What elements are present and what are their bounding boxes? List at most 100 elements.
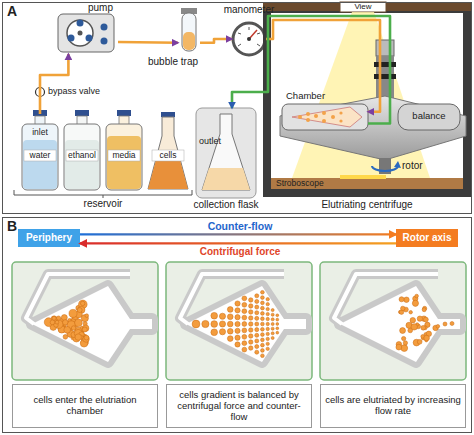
- chamber-drawing: [180, 274, 306, 362]
- cell-dot: [227, 314, 233, 320]
- cell-dot: [242, 322, 247, 327]
- cell-dot: [235, 328, 240, 333]
- cell-dot: [219, 313, 225, 319]
- cell-dot: [422, 308, 426, 312]
- cell-dot: [261, 312, 265, 316]
- cell-dot: [249, 340, 253, 344]
- cell-dot: [404, 297, 409, 302]
- bubble-trap: bubble trap: [178, 6, 200, 52]
- node-text: cells: [152, 151, 184, 161]
- valve-label: bypass valve: [48, 86, 118, 96]
- cell-dot: [52, 316, 56, 320]
- cell-dot: [271, 318, 274, 321]
- edge-label: Contrifugal force: [180, 246, 300, 258]
- panel: Apumpbubble trapmanometerwaterethanolmed…: [2, 2, 472, 214]
- cell-dot: [401, 345, 408, 352]
- node-text: bubble trap: [138, 56, 208, 68]
- node-text: A: [7, 3, 27, 19]
- chamber-wall: [32, 286, 152, 362]
- cell-dot: [82, 325, 88, 331]
- inlet-channel: [334, 274, 438, 324]
- cell-dot: [261, 349, 265, 353]
- cell-dot: [227, 336, 233, 342]
- group-label: reservoir: [58, 198, 148, 210]
- cell-dot: [415, 294, 419, 298]
- cell-dot: [235, 342, 240, 347]
- cell-dot: [242, 309, 247, 314]
- balance: balance: [398, 104, 460, 130]
- edge-label: Counter-flow: [190, 220, 290, 232]
- cell-dot: [450, 322, 454, 326]
- bottle: water: [22, 114, 58, 192]
- cell-dot: [399, 297, 404, 302]
- cell-dot: [54, 320, 63, 329]
- cell-dot: [82, 327, 87, 332]
- cell-dot: [227, 328, 233, 334]
- cell-dot: [261, 327, 265, 331]
- node-text: Rotor axis: [396, 232, 458, 244]
- cell-dot: [412, 300, 418, 306]
- cell-dot: [55, 320, 59, 324]
- cell-dot: [249, 322, 253, 326]
- node-text: media: [106, 151, 142, 161]
- chamber-cavity: [32, 286, 152, 362]
- tube: [200, 39, 232, 43]
- cell-dot: [271, 309, 274, 312]
- cell-dot: [255, 339, 259, 343]
- manometer-gauge: [233, 23, 265, 55]
- node-text: Periphery: [18, 232, 80, 244]
- node-text: ethanol: [64, 151, 100, 161]
- cell-dot: [255, 322, 259, 326]
- cell-dot: [242, 302, 247, 307]
- cell-dot: [271, 327, 274, 330]
- chamber-panels: [12, 262, 466, 380]
- cell-dot: [192, 320, 200, 328]
- cell-dot: [235, 335, 240, 340]
- cell-dot: [211, 312, 218, 319]
- cell-dot: [242, 341, 247, 346]
- tube: [40, 54, 68, 114]
- cell-dot: [417, 316, 422, 321]
- bypass-valve: [36, 88, 45, 97]
- cell-dot: [242, 328, 247, 333]
- centrifuge-housing: [263, 2, 471, 197]
- chamber-cavity: [340, 286, 460, 362]
- cell-dot: [261, 343, 265, 347]
- cell-dot: [83, 336, 90, 343]
- cell-dot: [249, 334, 253, 338]
- cell-dot: [56, 316, 60, 320]
- cell-dot: [255, 316, 259, 320]
- cell-dot: [235, 301, 240, 306]
- chamber: Chamber: [282, 104, 368, 130]
- cell-dot: [71, 326, 76, 331]
- part-label: rotor: [402, 160, 436, 172]
- cell-dot: [85, 314, 89, 318]
- cell-dot: [271, 313, 274, 316]
- cell-dot: [421, 325, 426, 330]
- node-text: Elutriating centrifuge: [263, 199, 471, 211]
- bottle: media: [106, 114, 142, 192]
- direction-tag: Rotor axis: [396, 229, 458, 247]
- collection-flask: [196, 108, 256, 198]
- node-text: pump: [88, 2, 122, 14]
- chamber-cavity: [186, 286, 306, 362]
- cell-dot: [255, 350, 259, 354]
- cell-dot: [266, 317, 269, 320]
- cell-dot: [80, 301, 84, 305]
- node-text: collection flask: [184, 199, 268, 211]
- chamber-wall: [340, 286, 460, 362]
- cell-dot: [261, 290, 265, 294]
- cell-dot: [255, 305, 259, 309]
- cell-dot: [266, 322, 269, 325]
- cell-dot: [211, 321, 218, 328]
- cell-dot: [261, 354, 265, 358]
- cell-dot: [84, 335, 89, 340]
- cell-dot: [276, 318, 279, 321]
- cell-dot: [202, 320, 209, 327]
- tube: [232, 16, 390, 124]
- cell-dot: [255, 345, 259, 349]
- cell-dot: [227, 321, 233, 327]
- cell-dot: [261, 317, 265, 321]
- cell-dot: [242, 347, 247, 352]
